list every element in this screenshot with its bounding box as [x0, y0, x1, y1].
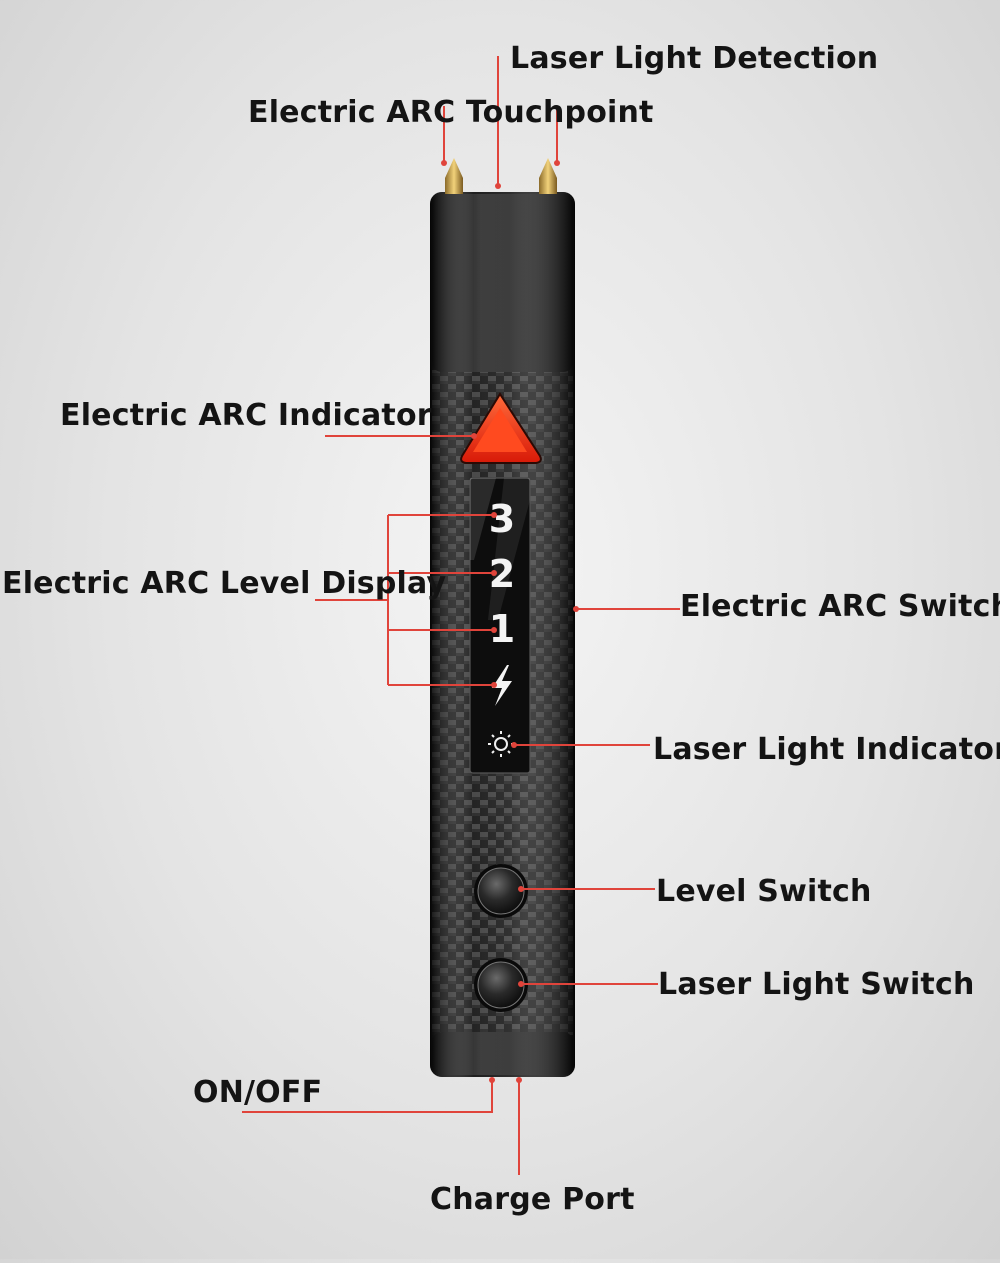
laser-light-detection-label: Laser Light Detection [510, 41, 879, 76]
charge-port-label: Charge Port [430, 1182, 635, 1217]
touchpoint-right [539, 158, 557, 194]
sun-icon [488, 731, 514, 757]
warning-triangle-icon [460, 392, 542, 464]
touchpoint-left [445, 158, 463, 194]
laser-light-indicator-label: Laser Light Indicator [653, 732, 1000, 767]
leader-lines [242, 56, 680, 1175]
level-switch-button[interactable] [474, 864, 528, 918]
lightning-bolt-icon [492, 665, 512, 706]
electric-arc-indicator-label: Electric ARC Indicator [60, 398, 432, 433]
device-body [430, 192, 575, 1077]
electric-arc-touchpoint-label: Electric ARC Touchpoint [248, 95, 654, 130]
level-switch-label: Level Switch [656, 874, 872, 909]
laser-light-switch-label: Laser Light Switch [658, 967, 975, 1002]
electric-arc-switch-label: Electric ARC Switch [680, 589, 1000, 624]
level-3-digit: 3 [489, 497, 515, 541]
electric-arc-level-display-label: Electric ARC Level Display [2, 566, 447, 601]
on-off-label: ON/OFF [193, 1075, 323, 1110]
level-display-panel [469, 477, 531, 774]
